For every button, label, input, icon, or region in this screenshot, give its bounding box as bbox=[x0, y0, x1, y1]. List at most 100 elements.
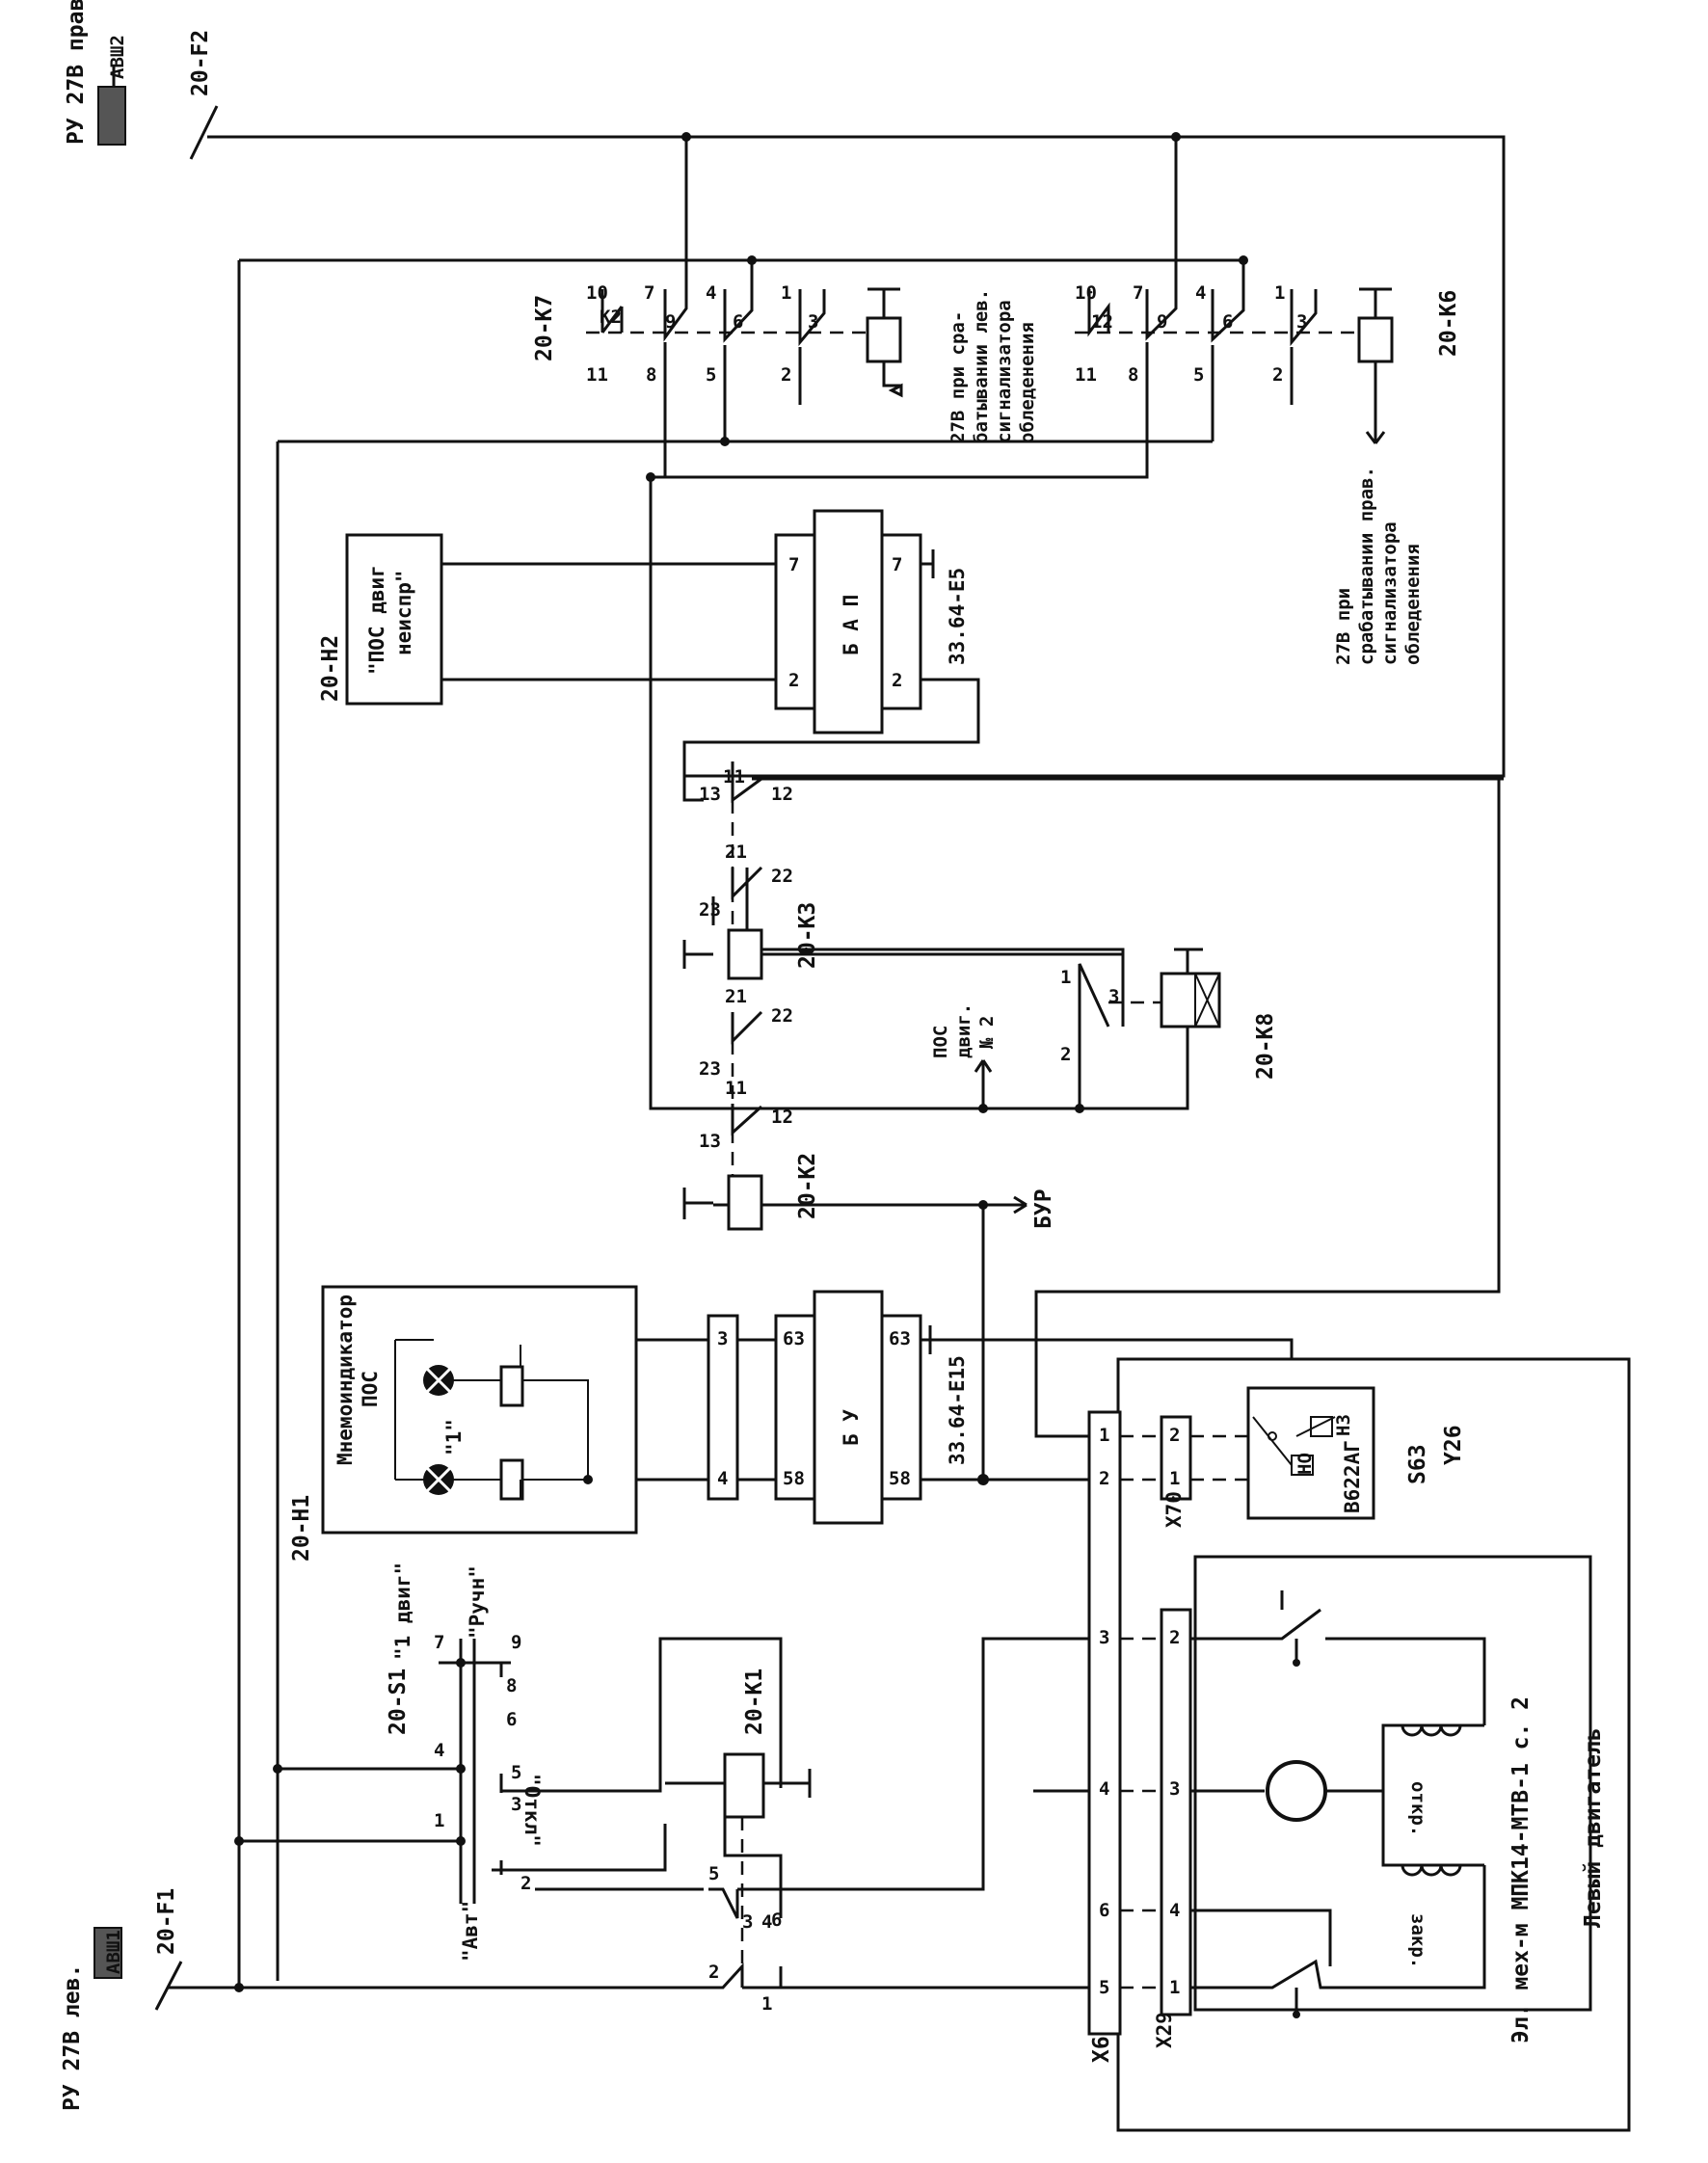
relay-k6-label: 20-K6 bbox=[1436, 290, 1461, 357]
s1-pin-8: 8 bbox=[506, 1675, 517, 1696]
x70-pin-2: 2 bbox=[1169, 1425, 1180, 1446]
relay-k2-coil bbox=[727, 1174, 763, 1231]
pos-engine2-text-1: ПОС bbox=[930, 1026, 951, 1058]
s1-pin-6: 6 bbox=[506, 1709, 517, 1730]
relay-k3-coil bbox=[727, 928, 763, 980]
k2-pin-12: 12 bbox=[771, 1107, 793, 1128]
k6-pin-3: 3 bbox=[1296, 311, 1307, 333]
unit-bap-body bbox=[813, 509, 884, 734]
sensor-s63-model: В622АГ bbox=[1341, 1440, 1364, 1513]
right-panel-symbol bbox=[97, 86, 126, 146]
connector-x29-label: X29 bbox=[1153, 2012, 1176, 2048]
right-icing-note-1: 27В при bbox=[1333, 588, 1354, 665]
bap-pin-7-right: 7 bbox=[892, 554, 902, 575]
k7-pin-3: 3 bbox=[808, 311, 818, 333]
sensor-s63-no: НО bbox=[1294, 1453, 1316, 1475]
actuator-y26-label: Y26 bbox=[1441, 1425, 1466, 1465]
connector-x70-label: X70 bbox=[1162, 1491, 1186, 1528]
k7-contact-10-11 bbox=[600, 289, 624, 334]
switch-pos-off: "Откл" bbox=[520, 1774, 544, 1847]
k7-pin-7: 7 bbox=[644, 282, 654, 304]
indicator-h1-title-1: Мнемоиндикатор bbox=[334, 1295, 357, 1465]
switch-pos-auto: "Авт" bbox=[459, 1901, 482, 1962]
right-bus-text: РУ 27В прав. bbox=[64, 0, 89, 145]
k3-pin-22: 22 bbox=[771, 866, 793, 887]
connector-x6 bbox=[1087, 1410, 1122, 2036]
winding-close-label: закр. bbox=[1407, 1913, 1428, 1968]
x6-pin-2: 2 bbox=[1099, 1468, 1109, 1489]
bu-pin-58-right: 58 bbox=[889, 1468, 911, 1489]
k6-contact-1-2 bbox=[1290, 289, 1318, 347]
winding-open-icon bbox=[1401, 1724, 1462, 1737]
sensor-s63-label: S63 bbox=[1405, 1444, 1430, 1484]
x29-pin-1: 1 bbox=[1169, 1977, 1180, 1998]
sensor-s63-nz: НЗ bbox=[1333, 1414, 1354, 1436]
k6-pin-12: 12 bbox=[1091, 311, 1113, 333]
indicator-h2-text-1: "ПОС двиг bbox=[365, 565, 388, 675]
relay-k1-label: 20-K1 bbox=[742, 1669, 767, 1735]
k8-pin-3: 3 bbox=[1108, 986, 1119, 1007]
pos-engine2-text-2: двиг. bbox=[953, 1003, 974, 1058]
indicator-h2-box bbox=[345, 533, 443, 706]
x6-pin-1: 1 bbox=[1099, 1425, 1109, 1446]
junctions bbox=[234, 132, 1248, 1992]
actuator-y26: 1 2 3 4 6 5 X6 2 1 X70 НЗ НО В622АГ S63 bbox=[1087, 1357, 1631, 2132]
k7-pin-k2: K2 bbox=[600, 307, 622, 328]
k2-contact-21-22 bbox=[731, 1010, 763, 1045]
right-icing-note-4: обледенения bbox=[1402, 544, 1424, 665]
x6-pin-3: 3 bbox=[1099, 1627, 1109, 1648]
k7-pin-1: 1 bbox=[781, 282, 791, 304]
right-breaker-symbol bbox=[189, 105, 219, 160]
indicator-h1-lamp-label: "1" bbox=[442, 1419, 466, 1455]
right-panel-text: АВШ2 bbox=[107, 35, 128, 79]
switch-pos-manual: "Ручн" bbox=[466, 1565, 489, 1639]
terminal-3: 3 bbox=[717, 1328, 728, 1349]
k7-pin-11: 11 bbox=[586, 364, 608, 386]
k6-contact-7-8 bbox=[1145, 265, 1178, 341]
k7-pin-4: 4 bbox=[706, 282, 716, 304]
k6-pin-7: 7 bbox=[1133, 282, 1143, 304]
motor-icon bbox=[1266, 1760, 1327, 1822]
winding-open-label: откр. bbox=[1407, 1781, 1428, 1836]
bu-pin-63-left: 63 bbox=[783, 1328, 805, 1349]
resistor-2 bbox=[499, 1458, 524, 1501]
indicator-h1-box bbox=[321, 1285, 638, 1535]
k7-contact-7-8 bbox=[663, 265, 688, 342]
k2-pin-11: 11 bbox=[725, 1078, 747, 1099]
terminal-4: 4 bbox=[717, 1468, 728, 1489]
relay-k3-label: 20-K3 bbox=[795, 902, 820, 969]
connector-x29 bbox=[1160, 1608, 1192, 2016]
x29-pin-4: 4 bbox=[1169, 1900, 1180, 1921]
k7-pin-2: 2 bbox=[781, 364, 791, 386]
s1-pin-1: 1 bbox=[434, 1810, 444, 1831]
unit-bap-ref: 33.64-E5 bbox=[946, 568, 969, 665]
bap-pin-2-left: 2 bbox=[788, 670, 799, 691]
pos-engine2-note: ПОС двиг. № 2 bbox=[930, 1003, 998, 1089]
right-bus-label: РУ 27В прав. bbox=[64, 0, 89, 145]
left-breaker-label: 20-F1 bbox=[154, 1888, 179, 1955]
k2-pin-21: 21 bbox=[725, 986, 747, 1007]
k2-pin-22: 22 bbox=[771, 1005, 793, 1027]
s1-pin-4: 4 bbox=[434, 1740, 444, 1761]
unit-bu-ref: 33.64-E15 bbox=[946, 1355, 969, 1465]
k3-pin-21: 21 bbox=[725, 841, 747, 863]
relay-k8-label: 20-K8 bbox=[1253, 1013, 1278, 1080]
k7-pin-6: 6 bbox=[733, 311, 743, 333]
k7-pin-5: 5 bbox=[706, 364, 716, 386]
bu-pin-63-right: 63 bbox=[889, 1328, 911, 1349]
k3-pin-12: 12 bbox=[771, 784, 793, 805]
resistor-1 bbox=[499, 1365, 524, 1407]
bur-label: БУР bbox=[1031, 1188, 1056, 1229]
left-supply: РУ 27В лев. АВШ1 20-F1 bbox=[60, 1888, 183, 2111]
indicator-h1-title-2: ПОС bbox=[359, 1371, 382, 1407]
right-breaker-label: 20-F2 bbox=[188, 30, 213, 96]
left-icing-note-3: сигнализатора bbox=[994, 300, 1015, 443]
k3-pin-11: 11 bbox=[723, 766, 745, 788]
indicator-h2-text-2: неиспр" bbox=[392, 570, 415, 655]
k6-pin-5: 5 bbox=[1193, 364, 1204, 386]
indicator-h1: 20-H1 Мнемоиндикатор ПОС "1" bbox=[289, 1285, 638, 1562]
winding-close-icon bbox=[1401, 1864, 1462, 1877]
left-icing-note-2: батывании лев. bbox=[971, 289, 992, 443]
actuator-title: Эл. мех-м МПК14-МТВ-1 с. 2 bbox=[1508, 1696, 1534, 2043]
right-icing-note-2: срабатывании прав. bbox=[1356, 467, 1377, 665]
